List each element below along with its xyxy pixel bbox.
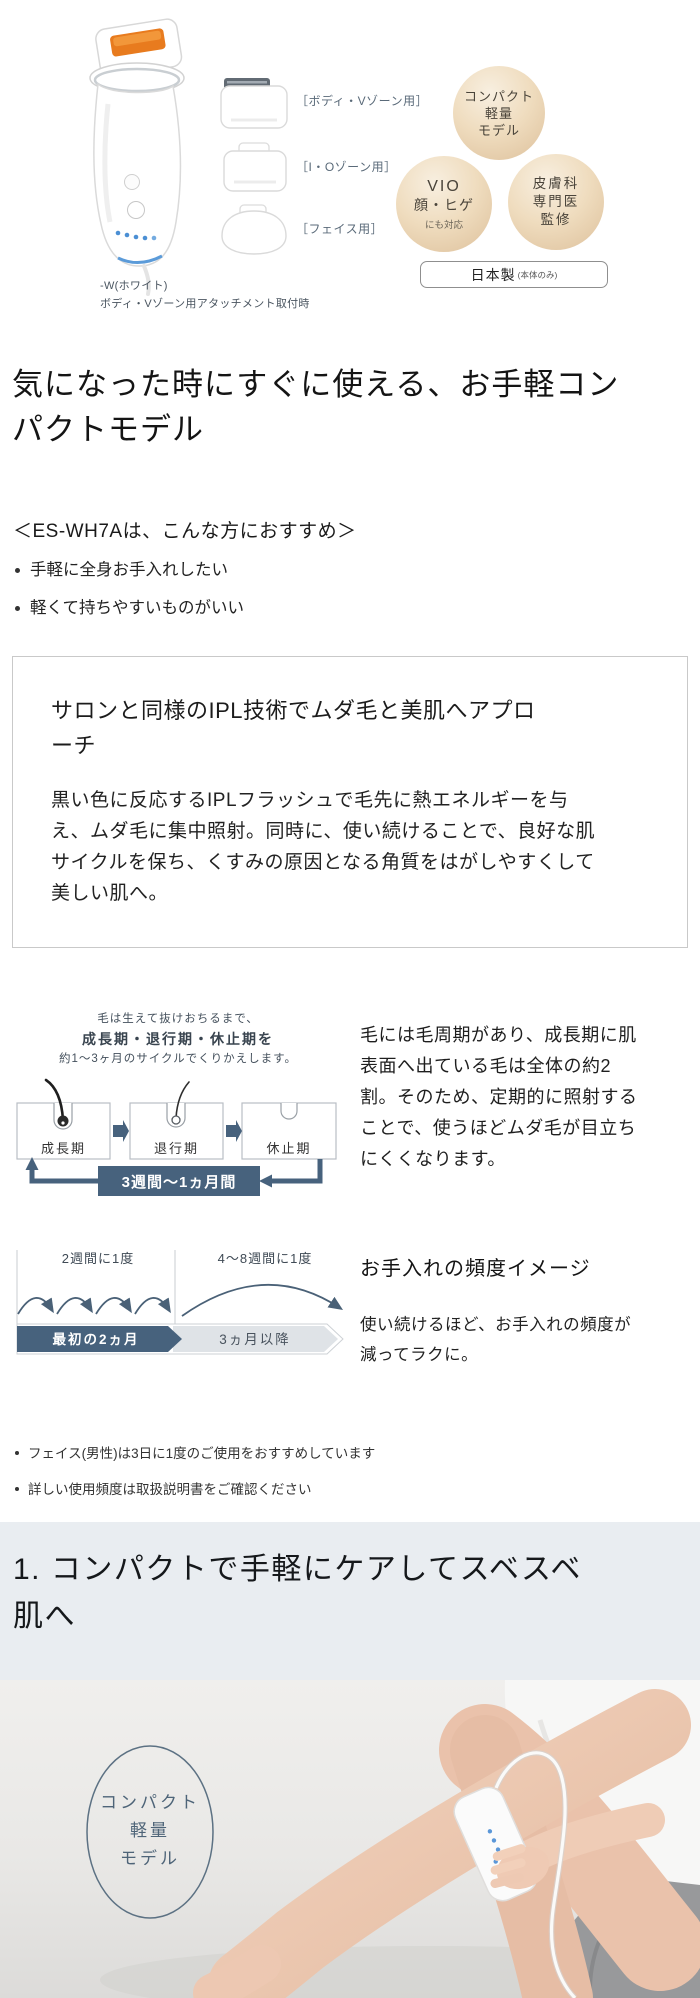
stage-label-resting: 休止期 [266, 1141, 311, 1156]
frequency-label-first: 2週間に1度 [62, 1251, 134, 1266]
attachment-label-io: ［I・Oゾーン用］ [296, 160, 397, 174]
device-body-icon [93, 82, 182, 296]
badge-text: 軽量 [130, 1821, 170, 1840]
caption-line: 成長期・退行期・休止期を [82, 1031, 274, 1047]
list-item-text: 軽くて持ちやすいものがいい [30, 599, 245, 617]
attachment-state-caption: ボディ・Vゾーン用アタッチメント取付時 [100, 298, 310, 310]
device-head-icon [89, 18, 185, 94]
list-item: 手軽に全身お手入れしたい [13, 558, 244, 582]
bullet-icon [15, 1487, 19, 1491]
power-cord [494, 1751, 577, 1998]
hair-cycle-description: 毛には毛周期があり、成長期に肌表面へ出ている毛は全体の約2割。そのため、定期的に… [360, 1025, 638, 1169]
hero-product-overview: ［ボディ・Vゾーン用］ ［I・Oゾーン用］ ［フェイス用］ -W(ホワイト) ボ… [0, 0, 700, 320]
made-in-japan-note: (本体のみ) [517, 269, 558, 280]
frequency-arc-arrows [17, 1284, 344, 1317]
badge-text: 監修 [540, 212, 572, 227]
made-in-japan-label: 日本製 [470, 266, 516, 283]
lifestyle-photo: コンパクト 軽量 モデル [0, 1680, 700, 1998]
timeline-later-label: 3ヵ月以降 [219, 1332, 291, 1347]
bullet-icon [15, 568, 20, 573]
photo-compact-badge: コンパクト 軽量 モデル [86, 1745, 214, 1919]
cycle-duration-badge [98, 1166, 260, 1196]
badge-text: 顔・ヒゲ [414, 196, 474, 213]
arrow-right-icon [113, 1120, 129, 1142]
finger [492, 1844, 526, 1861]
section-1-title: 1. コンパクトで手軽にケアしてスベスベ肌へ [13, 1553, 582, 1633]
footnote-list: フェイス(男性)は3日に1度のご使用をおすすめしています 詳しい使用頻度は取扱説… [13, 1443, 375, 1515]
section-1-header: 1. コンパクトで手軽にケアしてスベスベ肌へ [0, 1522, 700, 1680]
frequency-label-later: 4〜8週間に1度 [218, 1251, 313, 1266]
finger [490, 1858, 526, 1875]
badge-text: 専門医 [532, 194, 580, 209]
badge-subtext: にも対応 [424, 219, 463, 231]
stage-label-growth: 成長期 [41, 1141, 86, 1156]
cycle-duration-label: 3週間〜1ヵ月間 [122, 1174, 237, 1191]
attachment-label-face: ［フェイス用］ [296, 222, 384, 236]
arrow-right-icon [226, 1120, 242, 1142]
hair-cycle-diagram: 成長期 退行期 休止期 3週間〜1ヵ月間 [16, 1078, 337, 1196]
finger [490, 1872, 524, 1889]
caption-line: 約1〜3ヶ月のサイクルでくりかえします。 [58, 1053, 298, 1065]
stage-label-regression: 退行期 [154, 1141, 199, 1156]
ipl-box-title: サロンと同様のIPL技術でムダ毛と美肌へアプローチ [51, 698, 536, 758]
resting-follicle-icon [280, 1103, 298, 1120]
bullet-icon [15, 606, 20, 611]
growth-hair-icon [44, 1078, 73, 1130]
recommend-list: 手軽に全身お手入れしたい 軽くて持ちやすいものがいい [13, 558, 244, 634]
badge-text: モデル [120, 1848, 180, 1868]
frequency-description: 使い続けるほど、お手入れの頻度が減ってラクに。 [360, 1316, 632, 1364]
timeline-later-arrow [173, 1326, 338, 1352]
attachment-label-body-v: ［ボディ・Vゾーン用］ [296, 94, 429, 108]
made-in-japan-badge: 日本製 (本体のみ) [420, 261, 608, 288]
page-title: 気になった時にすぐに使える、お手軽コンパクトモデル [12, 367, 620, 447]
footnote-text: 詳しい使用頻度は取扱説明書をご確認ください [28, 1482, 312, 1497]
footnote-text: フェイス(男性)は3日に1度のご使用をおすすめしています [28, 1446, 376, 1461]
badge-text: コンパクト [463, 88, 534, 104]
attachment-io-icon [223, 142, 287, 192]
frequency-heading: お手入れの頻度イメージ [360, 1258, 591, 1280]
color-variant-caption: -W(ホワイト) [100, 280, 168, 292]
foot [193, 1945, 281, 1998]
hair-cycle-caption: 毛は生えて抜けおちるまで、 成長期・退行期・休止期を 約1〜3ヶ月のサイクルでく… [10, 1010, 346, 1068]
list-item: 軽くて持ちやすいものがいい [13, 596, 244, 620]
regression-hair-icon [166, 1081, 190, 1128]
list-item-text: 手軽に全身お手入れしたい [30, 561, 228, 579]
cycle-loop-arrow [25, 1157, 323, 1188]
badge-text: コンパクト [100, 1793, 200, 1812]
bullet-icon [15, 1451, 19, 1455]
ipl-box-body: 黒い色に反応するIPLフラッシュで毛先に熱エネルギーを与え、ムダ毛に集中照射。同… [51, 790, 596, 904]
badge-text: モデル [477, 122, 520, 138]
ipl-feature-box: サロンと同様のIPL技術でムダ毛と美肌へアプローチ 黒い色に反応するIPLフラッ… [12, 656, 688, 948]
badge-text: 皮膚科 [532, 176, 580, 191]
footnote-item: 詳しい使用頻度は取扱説明書をご確認ください [13, 1479, 375, 1500]
footnote-item: フェイス(男性)は3日に1度のご使用をおすすめしています [13, 1443, 375, 1464]
attachment-face-icon [221, 204, 287, 255]
attachment-body-v-icon [220, 78, 288, 129]
badge-compact-lightweight: コンパクト 軽量 モデル [453, 66, 545, 160]
caption-line: 毛は生えて抜けおちるまで、 [97, 1013, 259, 1025]
badge-text: VIO [427, 177, 461, 195]
timeline-first-label: 最初の2ヵ月 [52, 1331, 139, 1347]
timeline-first-arrow [17, 1326, 182, 1352]
frequency-diagram: 2週間に1度 4〜8週間に1度 最初の2ヵ月 3ヵ月以降 [16, 1250, 344, 1355]
badge-dermatologist-supervised: 皮膚科 専門医 監修 [508, 154, 604, 250]
product-device-illustration [89, 18, 288, 296]
badge-vio-face-beard: VIO 顔・ヒゲ にも対応 [396, 156, 492, 252]
recommend-heading: ＜ES-WH7Aは、こんな方におすすめ＞ [13, 521, 357, 542]
badge-text: 軽量 [484, 105, 513, 121]
